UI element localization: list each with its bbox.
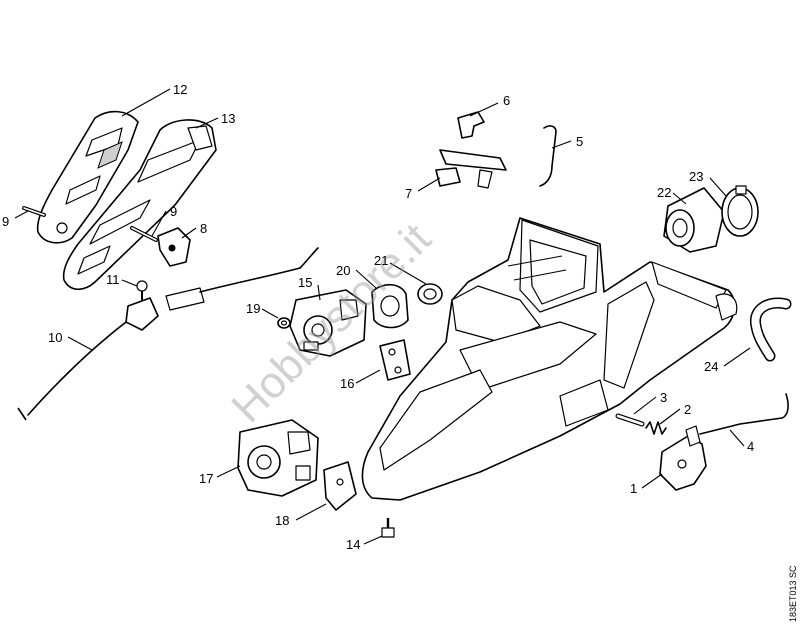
callout-1: 1 — [630, 481, 637, 496]
callout-19: 19 — [246, 301, 260, 316]
part-19-nut — [277, 317, 291, 329]
part-3-pin — [615, 413, 645, 427]
main-housing — [361, 217, 738, 501]
callout-24: 24 — [704, 359, 718, 374]
part-18-bracket — [323, 461, 357, 511]
callout-9b: 9 — [170, 204, 177, 219]
callout-8: 8 — [200, 221, 207, 236]
callout-15: 15 — [298, 275, 312, 290]
part-4-rod — [699, 393, 789, 435]
callout-17: 17 — [199, 471, 213, 486]
part-2-spring — [645, 421, 667, 435]
callout-10: 10 — [48, 330, 62, 345]
part-7-throttle-shaft — [435, 149, 507, 189]
part-13-handle-molding — [62, 119, 217, 291]
callout-3: 3 — [660, 390, 667, 405]
leader-lines — [14, 88, 751, 545]
part-22-intake-boot — [663, 187, 725, 253]
part-23-clamp — [721, 185, 759, 237]
callout-14: 14 — [346, 537, 360, 552]
callout-23: 23 — [689, 169, 703, 184]
part-10-throttle-cable — [17, 247, 319, 421]
callout-21: 21 — [374, 253, 388, 268]
callout-18: 18 — [275, 513, 289, 528]
callout-16: 16 — [340, 376, 354, 391]
part-9-pin-right — [130, 226, 158, 242]
callout-13: 13 — [221, 111, 235, 126]
part-17-carburetor — [237, 419, 319, 497]
part-16-spacer — [379, 339, 411, 381]
part-8-lever — [157, 227, 191, 267]
callout-5: 5 — [576, 134, 583, 149]
drawing-code: 183ET013 SC — [788, 565, 798, 622]
part-12-handle-cover — [36, 110, 139, 244]
callout-2: 2 — [684, 402, 691, 417]
part-21-flange — [417, 283, 443, 305]
callout-7: 7 — [405, 186, 412, 201]
part-20-gasket — [371, 283, 409, 329]
callout-6: 6 — [503, 93, 510, 108]
part-1-trigger — [659, 425, 707, 491]
callout-labels: 12 13 9 9 8 11 10 6 5 7 20 21 15 19 16 1… — [2, 82, 754, 552]
part-5-spring-rod — [539, 125, 557, 187]
callout-4: 4 — [747, 439, 754, 454]
callout-22: 22 — [657, 185, 671, 200]
part-14-screw — [381, 518, 395, 538]
part-24-hose — [750, 297, 792, 362]
callout-20: 20 — [336, 263, 350, 278]
callout-11: 11 — [106, 272, 120, 287]
callout-12: 12 — [173, 82, 187, 97]
part-11-screw — [136, 280, 148, 301]
part-9-pin-left — [22, 206, 46, 217]
callout-9a: 9 — [2, 214, 9, 229]
part-15-carburetor — [289, 289, 367, 357]
